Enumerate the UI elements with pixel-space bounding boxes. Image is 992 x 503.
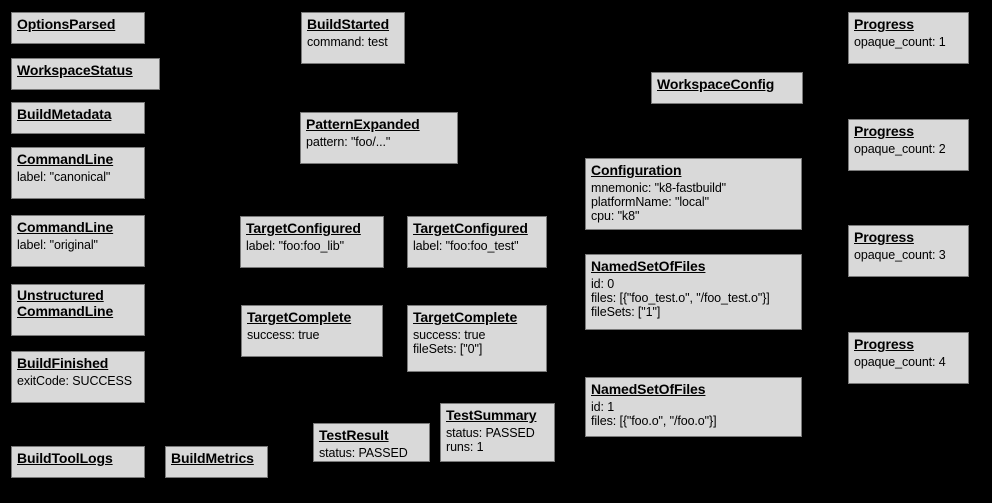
node-build-tool-logs[interactable]: BuildToolLogs — [11, 446, 145, 478]
node-command-line-canonical[interactable]: CommandLine label: "canonical" — [11, 147, 145, 199]
node-fields: mnemonic: "k8-fastbuild"platformName: "l… — [591, 181, 796, 223]
node-field: success: true — [413, 327, 486, 342]
node-title: NamedSetOfFiles — [591, 258, 706, 274]
node-title: Progress — [854, 123, 914, 139]
node-fields: label: "canonical" — [17, 170, 139, 184]
node-fields: opaque_count: 4 — [854, 355, 963, 369]
node-progress-3[interactable]: Progress opaque_count: 3 — [848, 225, 969, 277]
node-build-metadata[interactable]: BuildMetadata — [11, 102, 145, 134]
node-field: opaque_count: 2 — [854, 141, 946, 156]
node-workspace-status[interactable]: WorkspaceStatus — [11, 58, 160, 90]
node-progress-4[interactable]: Progress opaque_count: 4 — [848, 332, 969, 384]
node-title: PatternExpanded — [306, 116, 420, 132]
node-field: fileSets: ["0"] — [413, 341, 483, 356]
node-configuration[interactable]: Configuration mnemonic: "k8-fastbuild"pla… — [585, 158, 802, 230]
node-fields: exitCode: SUCCESS — [17, 374, 139, 388]
node-field: exitCode: SUCCESS — [17, 373, 133, 388]
node-field: status: PASSED — [446, 425, 535, 440]
node-fields: label: "foo:foo_test" — [413, 239, 541, 253]
node-field: label: "foo:foo_lib" — [246, 238, 344, 253]
node-field: status: PASSED — [319, 445, 408, 460]
node-title: TargetConfigured — [246, 220, 361, 236]
node-fields: label: "foo:foo_lib" — [246, 239, 378, 253]
node-title: WorkspaceConfig — [657, 76, 775, 92]
node-title: BuildStarted — [307, 16, 390, 32]
node-title: BuildMetadata — [17, 106, 112, 122]
node-field: opaque_count: 4 — [854, 354, 946, 369]
node-title: Progress — [854, 16, 914, 32]
node-field: pattern: "foo/..." — [306, 134, 391, 149]
node-title: TargetComplete — [247, 309, 352, 325]
node-title: NamedSetOfFiles — [591, 381, 706, 397]
node-fields: opaque_count: 1 — [854, 35, 963, 49]
node-build-metrics[interactable]: BuildMetrics — [165, 446, 268, 478]
node-title: BuildToolLogs — [17, 450, 113, 466]
node-target-configured-foo-test[interactable]: TargetConfigured label: "foo:foo_test" — [407, 216, 547, 268]
node-field: id: 0 — [591, 276, 615, 291]
node-pattern-expanded[interactable]: PatternExpanded pattern: "foo/..." — [300, 112, 458, 164]
node-title: Unstructured CommandLine — [17, 287, 114, 319]
node-title: Progress — [854, 229, 914, 245]
node-title: BuildFinished — [17, 355, 109, 371]
node-fields: label: "original" — [17, 238, 139, 252]
node-field: files: [{"foo.o", "/foo.o"}] — [591, 413, 717, 428]
node-field: success: true — [247, 327, 320, 342]
node-title: BuildMetrics — [171, 450, 254, 466]
node-build-finished[interactable]: BuildFinished exitCode: SUCCESS — [11, 351, 145, 403]
node-fields: pattern: "foo/..." — [306, 135, 452, 149]
node-title: CommandLine — [17, 151, 114, 167]
node-title: CommandLine — [17, 219, 114, 235]
node-field: id: 1 — [591, 399, 615, 414]
node-fields: command: test — [307, 35, 399, 49]
node-unstructured-command-line[interactable]: Unstructured CommandLine — [11, 284, 145, 336]
node-title: TestResult — [319, 427, 389, 443]
node-build-started[interactable]: BuildStarted command: test — [301, 12, 405, 64]
node-field: runs: 1 — [446, 439, 484, 454]
node-title: Configuration — [591, 162, 682, 178]
node-workspace-config[interactable]: WorkspaceConfig — [651, 72, 803, 104]
node-title: TestSummary — [446, 407, 537, 423]
node-progress-1[interactable]: Progress opaque_count: 1 — [848, 12, 969, 64]
node-command-line-original[interactable]: CommandLine label: "original" — [11, 215, 145, 267]
node-field: mnemonic: "k8-fastbuild" — [591, 180, 727, 195]
node-field: opaque_count: 3 — [854, 247, 946, 262]
node-field: label: "foo:foo_test" — [413, 238, 519, 253]
node-progress-2[interactable]: Progress opaque_count: 2 — [848, 119, 969, 171]
node-target-complete-lib[interactable]: TargetComplete success: true — [241, 305, 383, 357]
node-field: cpu: "k8" — [591, 208, 640, 223]
node-title: OptionsParsed — [17, 16, 116, 32]
node-title: WorkspaceStatus — [17, 62, 133, 78]
node-field: opaque_count: 1 — [854, 34, 946, 49]
node-fields: opaque_count: 2 — [854, 142, 963, 156]
node-target-configured-foo-lib[interactable]: TargetConfigured label: "foo:foo_lib" — [240, 216, 384, 268]
node-fields: status: PASSED — [319, 446, 424, 460]
node-field: files: [{"foo_test.o", "/foo_test.o"}] — [591, 290, 770, 305]
node-field: label: "original" — [17, 237, 98, 252]
node-options-parsed[interactable]: OptionsParsed — [11, 12, 145, 44]
node-title: Progress — [854, 336, 914, 352]
node-fields: opaque_count: 3 — [854, 248, 963, 262]
node-field: command: test — [307, 34, 388, 49]
node-test-result[interactable]: TestResult status: PASSED — [313, 423, 430, 462]
node-fields: success: true — [247, 328, 377, 342]
node-title: TargetComplete — [413, 309, 518, 325]
node-field: label: "canonical" — [17, 169, 111, 184]
node-field: fileSets: ["1"] — [591, 304, 661, 319]
node-field: platformName: "local" — [591, 194, 709, 209]
node-title: TargetConfigured — [413, 220, 528, 236]
